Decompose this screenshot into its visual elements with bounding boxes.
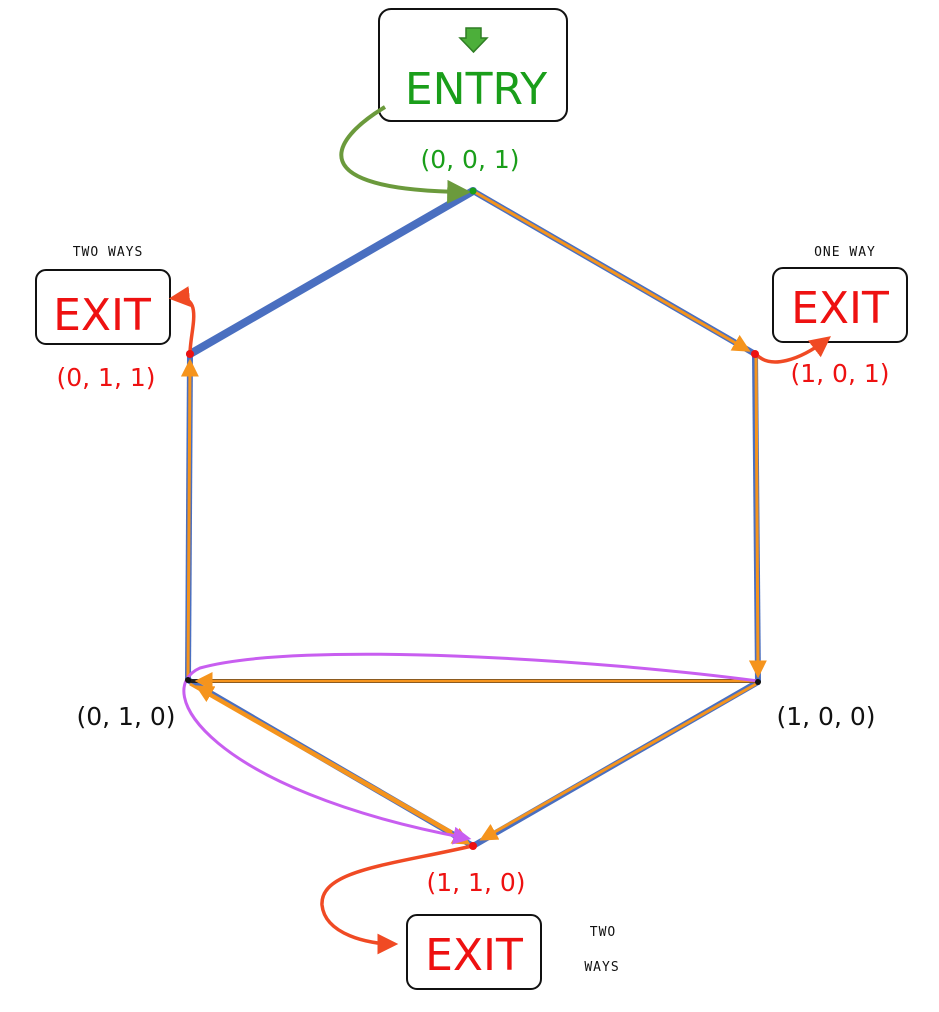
exit-box-bottom: EXIT (406, 914, 542, 990)
exit-note-left: TWO WAYS (73, 245, 144, 260)
exit-box-right: EXIT (772, 267, 908, 343)
edge-001-011 (186, 187, 477, 358)
node-label-001: (0, 0, 1) (420, 145, 519, 174)
exit-note-right: ONE WAY (814, 245, 876, 260)
node-label-010: (0, 1, 0) (76, 702, 175, 731)
node-dot-010 (185, 677, 191, 683)
arrow-down-icon (458, 27, 489, 54)
path-010-011 (180, 358, 199, 679)
path-110-010 (195, 685, 453, 834)
exit-label-left: EXIT (53, 290, 151, 341)
exit-note-bottom-line1: TWO (590, 925, 616, 940)
path-100-110 (479, 682, 757, 841)
node-dot-100 (755, 679, 761, 685)
exit-arrow-bottom (320, 844, 473, 955)
node-label-100: (1, 0, 0) (776, 702, 875, 731)
node-dot-101 (751, 350, 759, 358)
purple-loop (182, 652, 759, 845)
exit-note-bottom-line2: WAYS (584, 960, 619, 975)
entry-label: ENTRY (405, 64, 547, 115)
path-010-110 (189, 682, 471, 845)
exit-label-bottom: EXIT (425, 930, 523, 981)
node-dot-011 (186, 350, 194, 358)
node-label-011: (0, 1, 1) (56, 363, 155, 392)
path-101-100 (748, 357, 767, 679)
node-dot-001 (469, 187, 477, 195)
entry-arrow (339, 105, 472, 204)
exit-arrow-right (754, 336, 831, 364)
exit-label-right: EXIT (791, 283, 889, 334)
entry-box: ENTRY (378, 8, 568, 122)
path-001-101 (472, 189, 751, 352)
node-dot-110 (469, 842, 477, 850)
node-label-101: (1, 0, 1) (790, 359, 889, 388)
node-label-110: (1, 1, 0) (426, 868, 525, 897)
exit-arrow-left (168, 286, 196, 355)
exit-box-left: EXIT (35, 269, 171, 345)
